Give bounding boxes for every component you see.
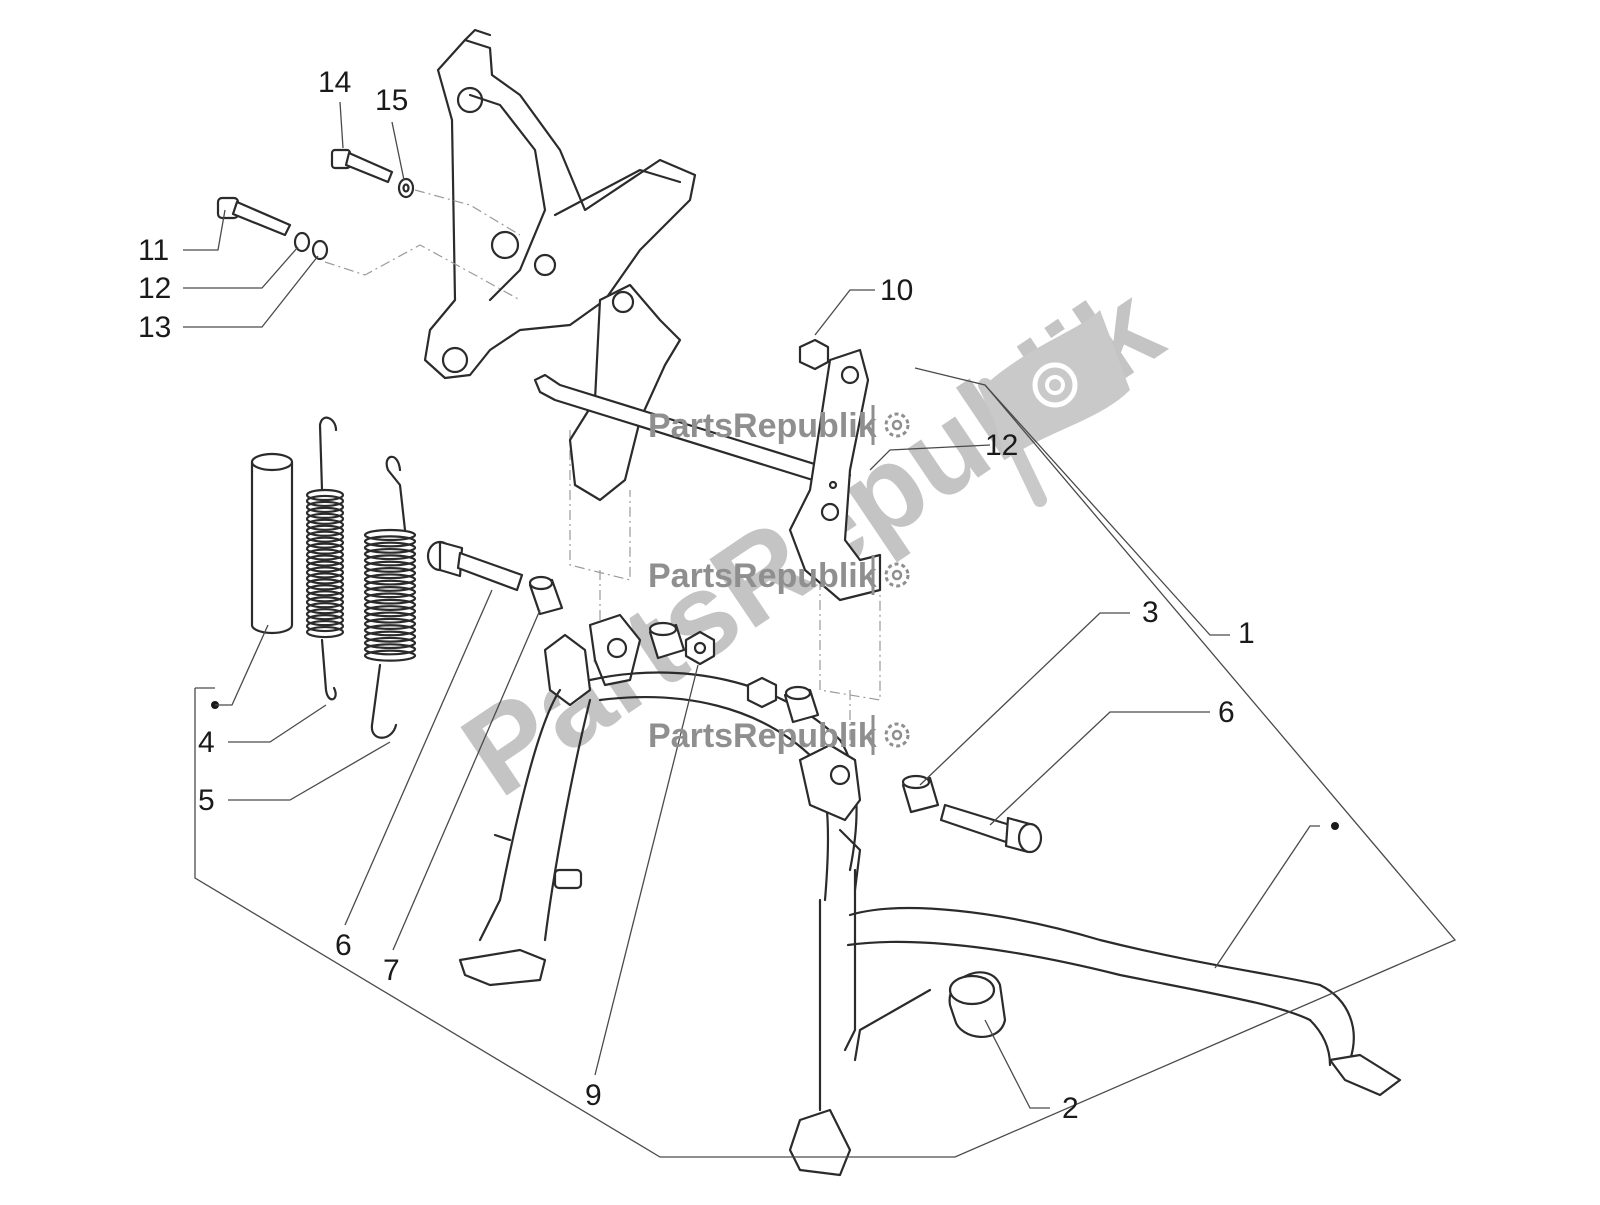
spring-coil xyxy=(363,528,417,542)
callout-9: 9 xyxy=(585,1079,602,1112)
spring-coil xyxy=(363,636,417,650)
spring-coil xyxy=(305,614,345,627)
callout-15: 15 xyxy=(375,84,408,117)
spring-coil xyxy=(305,560,345,573)
washer-13 xyxy=(311,239,329,261)
callout-10: 12 xyxy=(985,429,1018,462)
callout-labels: 14 15 11 12 13 10 12 3 1 6 4 5 6 7 9 2 xyxy=(138,66,1255,1125)
spring-coil xyxy=(305,512,345,525)
spring-coil xyxy=(363,624,417,637)
spring-coil xyxy=(305,500,345,514)
gear-icon xyxy=(884,722,910,748)
spring-coil xyxy=(363,611,417,624)
spring-coil xyxy=(363,598,417,611)
spring-large xyxy=(363,455,417,739)
callout-7: 7 xyxy=(383,954,400,987)
spring-coil xyxy=(305,578,345,591)
gear-icon xyxy=(884,412,910,438)
bolt-11 xyxy=(216,196,292,237)
spring-coil xyxy=(305,536,345,549)
watermark-text: PartsRepublik xyxy=(648,557,877,595)
spring-coil xyxy=(363,566,417,580)
watermark-label-2: PartsRepublik xyxy=(648,555,910,595)
spring-coil xyxy=(305,608,345,621)
bolt-6-right xyxy=(939,803,1043,854)
stand-bracket-10 xyxy=(533,283,882,602)
callout-12: 12 xyxy=(138,272,171,305)
callout-14: 14 xyxy=(318,66,351,99)
kit-dot-right xyxy=(1331,822,1339,830)
nut-right xyxy=(746,676,778,709)
watermark-flag-logo xyxy=(978,310,1130,507)
spacer-left xyxy=(648,621,686,660)
bolt-14 xyxy=(330,148,394,184)
spring-coil xyxy=(363,649,417,662)
spring-coil xyxy=(363,541,417,554)
spring-coil xyxy=(305,572,345,585)
spring-coil xyxy=(363,630,417,643)
nut-8 xyxy=(798,338,830,371)
callout-6-right: 6 xyxy=(1218,696,1235,729)
callout-4: 4 xyxy=(198,726,215,759)
spring-coil xyxy=(363,547,417,561)
washer-15 xyxy=(397,177,415,199)
callout-11: 11 xyxy=(138,234,169,267)
tube-4 xyxy=(250,452,294,635)
spring-coil xyxy=(305,530,345,543)
spring-coil xyxy=(363,586,417,599)
spring-coil xyxy=(363,554,417,567)
gear-icon xyxy=(884,562,910,588)
spring-coil xyxy=(305,554,345,567)
gear-icon xyxy=(1032,362,1078,408)
spring-coil xyxy=(305,619,345,633)
spring-coil xyxy=(363,535,417,548)
spring-coil xyxy=(363,579,417,592)
washer-12 xyxy=(293,231,311,253)
spacer-3 xyxy=(901,774,940,814)
spring-coil xyxy=(305,590,345,603)
spacer-7 xyxy=(528,575,564,616)
spring-coil xyxy=(363,605,417,618)
callout-13: 13 xyxy=(138,311,171,344)
callout-3: 3 xyxy=(1142,596,1159,629)
spring-coil xyxy=(305,548,345,561)
spring-coil xyxy=(305,488,345,502)
spring-small xyxy=(305,416,345,701)
spring-coil xyxy=(363,643,417,656)
spring-coil xyxy=(305,494,345,508)
phantom-line-bolt-11 xyxy=(324,244,521,301)
leader-lines xyxy=(183,101,1320,1109)
frame-bracket xyxy=(423,28,697,380)
callout-5: 5 xyxy=(198,784,215,817)
watermark-label-1: PartsRepublik xyxy=(648,405,910,445)
center-stand-1 xyxy=(458,613,1402,1177)
spring-coil xyxy=(305,518,345,531)
callout-8: 10 xyxy=(880,274,913,307)
nut-9 xyxy=(684,630,716,666)
rubber-stop-2 xyxy=(948,971,1007,1038)
phantom-line-bolt-14 xyxy=(414,189,521,236)
spring-coil xyxy=(305,524,345,537)
watermark-text: PartsRepublik xyxy=(648,717,877,755)
spring-coil xyxy=(305,584,345,597)
callout-6-left: 6 xyxy=(335,929,352,962)
spring-coil xyxy=(305,596,345,609)
spring-coil xyxy=(363,592,417,605)
callout-2: 2 xyxy=(1062,1092,1079,1125)
bolt-6-left xyxy=(426,540,524,592)
spring-coil xyxy=(305,566,345,579)
spring-coil xyxy=(305,506,345,519)
spring-coil xyxy=(305,602,345,615)
spring-coil xyxy=(305,625,345,639)
spring-coil xyxy=(305,542,345,555)
spring-coil xyxy=(363,573,417,586)
callout-1: 1 xyxy=(1238,617,1255,650)
watermark-label-3: PartsRepublik xyxy=(648,715,910,755)
spring-coil xyxy=(363,560,417,573)
spacer-right xyxy=(783,685,820,724)
spring-coil xyxy=(363,617,417,631)
watermark-text: PartsRepublik xyxy=(648,407,877,445)
